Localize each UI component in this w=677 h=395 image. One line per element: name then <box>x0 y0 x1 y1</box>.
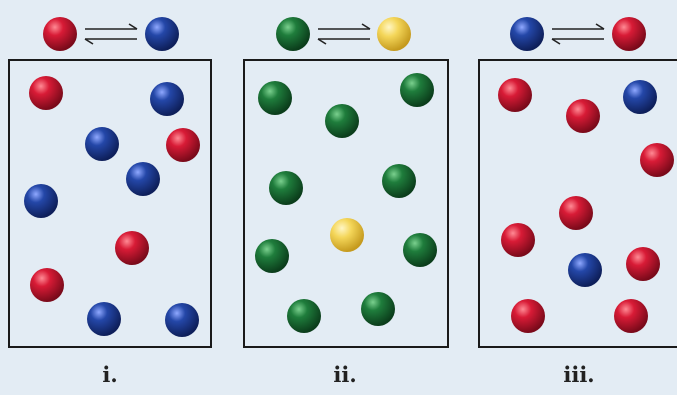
red-molecule <box>559 196 593 230</box>
red-molecule <box>612 17 646 51</box>
panel-ii-equilibrium-header <box>276 17 411 51</box>
blue-molecule <box>150 82 184 116</box>
green-molecule <box>400 73 434 107</box>
blue-molecule <box>85 127 119 161</box>
blue-molecule <box>510 17 544 51</box>
green-molecule <box>255 239 289 273</box>
yellow-molecule <box>377 17 411 51</box>
red-molecule <box>115 231 149 265</box>
equilibrium-arrows-icon <box>85 24 137 44</box>
red-molecule <box>30 268 64 302</box>
red-molecule <box>43 17 77 51</box>
panel-i-equilibrium-header <box>43 17 179 51</box>
green-molecule <box>276 17 310 51</box>
red-molecule <box>640 143 674 177</box>
green-molecule <box>258 81 292 115</box>
blue-molecule <box>568 253 602 287</box>
blue-molecule <box>623 80 657 114</box>
green-molecule <box>325 104 359 138</box>
panel-iii-label: iii. <box>539 362 619 387</box>
red-molecule <box>501 223 535 257</box>
blue-molecule <box>24 184 58 218</box>
green-molecule <box>403 233 437 267</box>
blue-molecule <box>145 17 179 51</box>
red-molecule <box>498 78 532 112</box>
green-molecule <box>269 171 303 205</box>
red-molecule <box>166 128 200 162</box>
red-molecule <box>626 247 660 281</box>
yellow-molecule <box>330 218 364 252</box>
green-molecule <box>382 164 416 198</box>
green-molecule <box>287 299 321 333</box>
blue-molecule <box>126 162 160 196</box>
green-molecule <box>361 292 395 326</box>
equilibrium-arrows-icon <box>552 24 604 44</box>
blue-molecule <box>87 302 121 336</box>
panel-ii-label: ii. <box>305 362 385 387</box>
panel-ii-molecules <box>255 73 437 333</box>
equilibrium-arrows-icon <box>318 24 370 44</box>
red-molecule <box>566 99 600 133</box>
panel-iii-equilibrium-header <box>510 17 646 51</box>
red-molecule <box>614 299 648 333</box>
panel-i-molecules <box>24 76 200 337</box>
red-molecule <box>511 299 545 333</box>
panel-i-label: i. <box>70 362 150 387</box>
panel-iii-molecules <box>498 78 674 333</box>
blue-molecule <box>165 303 199 337</box>
red-molecule <box>29 76 63 110</box>
